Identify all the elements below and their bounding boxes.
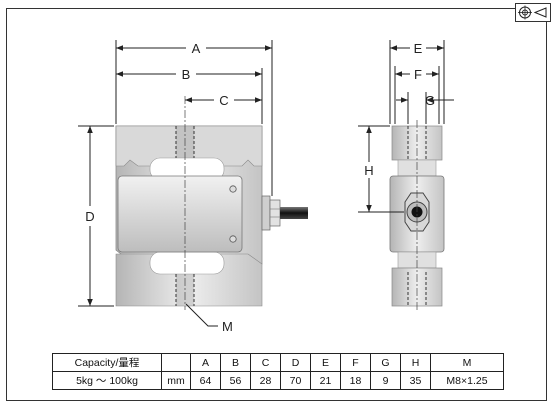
table-header-cell: F [340,353,371,372]
side-thread-hole-top [407,126,427,160]
dim-label-d: D [85,209,94,224]
side-thread-hole-bottom [407,272,427,306]
s-beam-top-cut [115,125,263,167]
cover-screw [229,185,237,193]
table-cell-m: M8×1.25 [430,371,504,390]
front-view [115,96,308,310]
cable-gland-base [261,195,271,231]
lower-pocket [149,251,225,275]
side-bottom-block [391,267,443,307]
side-dimensions: E F G H [358,40,454,213]
cover-screw [229,235,237,243]
spec-table: Capacity/量程 A B C D E F G H M 5kg ～ 100k… [52,353,504,390]
table-cell-d: 70 [280,371,311,390]
table-header-cell: Capacity/量程 [52,353,162,372]
table-cell-b: 56 [220,371,251,390]
table-header-cell: H [400,353,431,372]
dim-label-h: H [364,163,373,178]
dim-label-b: B [182,67,191,82]
table-header-cell: C [250,353,281,372]
table-cell-unit: mm [161,371,191,390]
dim-label-m: M [222,319,233,334]
table-header-row: Capacity/量程 A B C D E F G H M [52,353,504,372]
projection-symbol-icon [515,3,551,22]
dim-label-f: F [414,67,422,82]
table-cell-a: 64 [190,371,221,390]
table-header-cell: D [280,353,311,372]
table-header-cell: B [220,353,251,372]
dim-label-c: C [219,93,228,108]
drawing-frame [6,8,547,401]
table-header-cell: G [370,353,401,372]
side-view [389,120,445,310]
cable-icon [280,207,308,219]
cable-gland-nut [269,199,281,227]
table-row: 5kg ～ 100kg mm 64 56 28 70 21 18 9 35 M8… [52,371,504,390]
table-header-cell: A [190,353,221,372]
table-cell-e: 21 [310,371,341,390]
table-cell-capacity: 5kg ～ 100kg [52,371,162,390]
dim-label-g: G [425,93,435,108]
dim-label-a: A [192,41,201,56]
table-header-cell [161,353,191,372]
table-cell-f: 18 [340,371,371,390]
table-cell-h: 35 [400,371,431,390]
table-cell-g: 9 [370,371,401,390]
front-dimensions: A B C D M [78,40,273,334]
table-header-cell: E [310,353,341,372]
table-cell-c: 28 [250,371,281,390]
gauge-cover-plate [117,175,243,253]
dim-label-e: E [414,41,423,56]
table-header-cell: M [430,353,504,372]
